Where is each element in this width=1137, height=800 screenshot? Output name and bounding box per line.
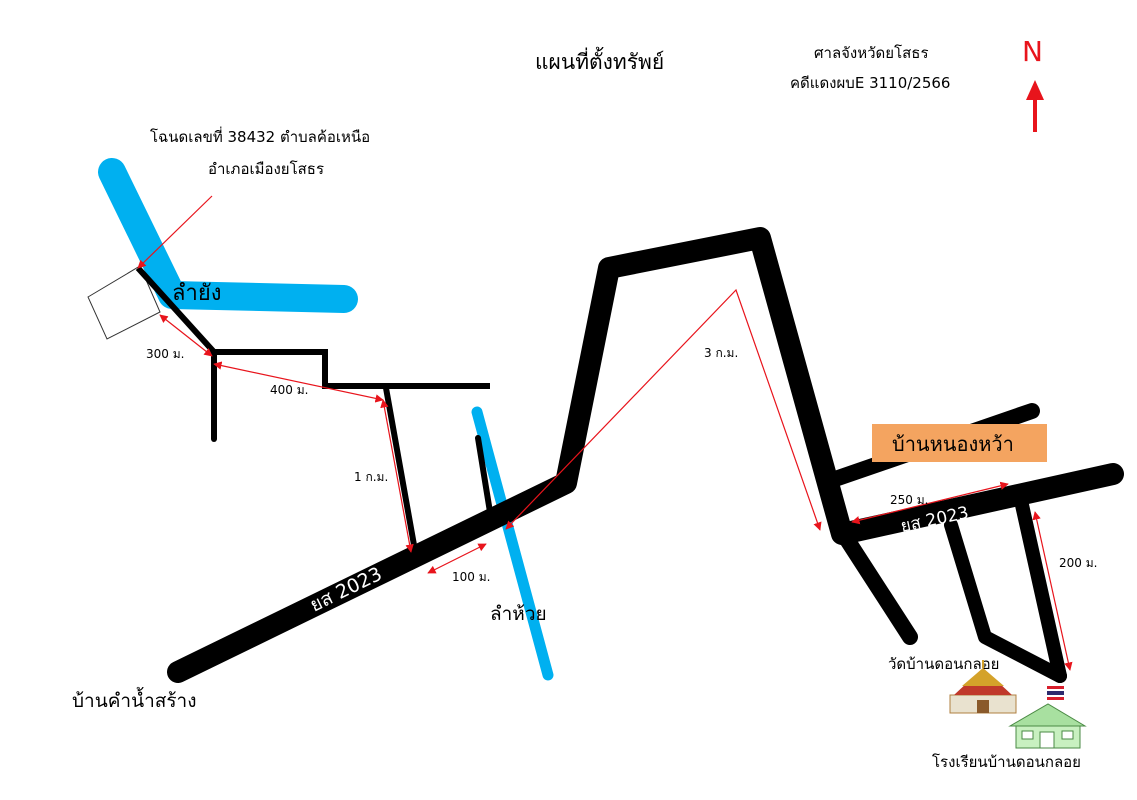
map-title: แผนที่ตั้งทรัพย์ [535, 47, 664, 74]
school-label: โรงเรียนบ้านดอนกลอย [932, 753, 1081, 771]
case-number: คดีแดงผบE 3110/2566 [790, 74, 950, 92]
parcel-deed-line2: อำเภอเมืองยโสธร [208, 160, 324, 178]
distance-100m: 100 ม. [452, 570, 490, 584]
distance-1km: 1 ก.ม. [354, 470, 388, 484]
road-to-school [1015, 498, 1067, 683]
arrow-1km [380, 399, 414, 553]
north-arrowhead-icon [1026, 80, 1044, 100]
parcel-deed-line1: โฉนดเลขที่ 38432 ตำบลค้อเหนือ [150, 126, 370, 146]
arrow-200m [1032, 511, 1073, 671]
ban-kham-label: บ้านคำน้ำสร้าง [72, 687, 197, 712]
local-road-link [383, 385, 417, 548]
distance-200m: 200 ม. [1059, 556, 1097, 570]
ban-nong-wa-box [872, 424, 1047, 462]
road-stream-crossing [475, 435, 493, 515]
waterways [98, 158, 554, 681]
lam-huai-label: ลำห้วย [490, 603, 547, 625]
wat-label: วัดบ้านดอนกลอย [888, 655, 999, 673]
road-to-wat-spur [838, 530, 918, 645]
distance-arrows [137, 195, 1073, 671]
arrow-400m [213, 361, 384, 403]
distance-400m: 400 ม. [270, 383, 308, 397]
arrow-100m [427, 543, 487, 574]
lam-yang-stream [98, 158, 358, 313]
parcel-pointer-arrow [137, 195, 213, 269]
lam-yang-label: ลำยัง [172, 281, 221, 306]
land-parcel [87, 265, 161, 340]
court-name: ศาลจังหวัดยโสธร [814, 44, 929, 62]
thai-flag-icon [1047, 686, 1064, 700]
temple-icon [949, 660, 1017, 714]
distance-3km: 3 ก.ม. [704, 346, 738, 360]
north-label: N [1022, 35, 1043, 68]
distance-300m: 300 ม. [146, 347, 184, 361]
ban-nong-wa-label: บ้านหนองหว้า [892, 432, 1014, 456]
distance-250m: 250 ม. [890, 493, 928, 507]
arrow-3km [505, 288, 822, 531]
road-label-west: ยส 2023 [307, 563, 386, 617]
arrow-300m [159, 314, 213, 357]
school-building-icon [1008, 703, 1087, 749]
north-arrow: N [1022, 35, 1044, 132]
arrow-250m [851, 481, 1009, 525]
lam-huai-stream [471, 406, 554, 681]
